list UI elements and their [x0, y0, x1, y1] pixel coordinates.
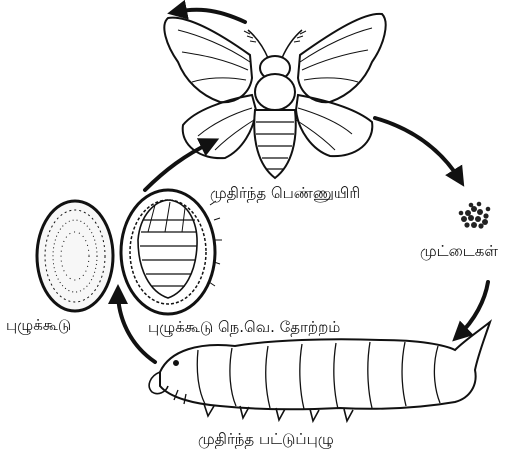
cocoon-illustration: [37, 201, 113, 311]
label-eggs: முட்டைகள்: [420, 244, 498, 259]
label-cocoon-section: புழுக்கூடு நெ.வெ. தோற்றம்: [148, 320, 340, 335]
mature-silkworm-illustration: [149, 322, 490, 421]
cocoon-section-illustration: [121, 190, 222, 314]
label-adult-moth: முதிர்ந்த பெண்ணுயிரி: [210, 186, 360, 201]
adult-moth-illustration: [164, 14, 385, 178]
label-larva: முதிர்ந்த பட்டுப்புழு: [198, 432, 334, 447]
arrow-cocoon-to-moth: [145, 142, 212, 190]
label-cocoon: புழுக்கூடு: [6, 318, 71, 333]
eggs-cluster: [459, 202, 491, 229]
arrow-moth-to-eggs: [375, 118, 460, 180]
